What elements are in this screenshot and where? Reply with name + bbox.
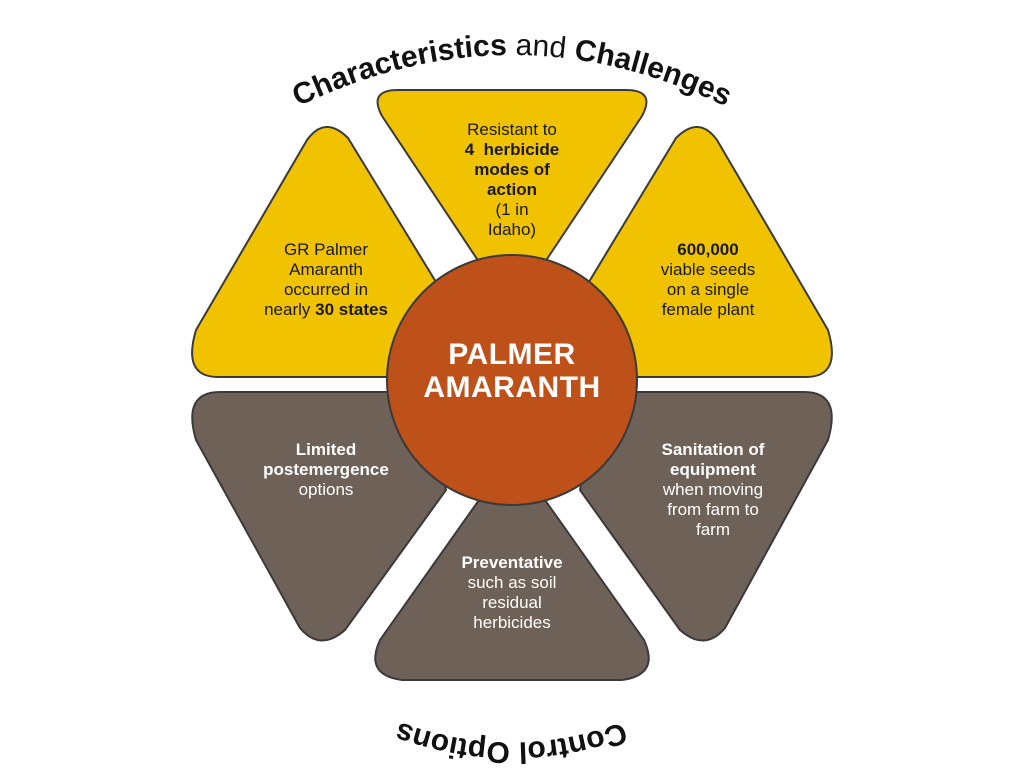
sanitation-line-3: when moving [662,480,764,499]
herbicide-line-3: modes of [474,160,550,179]
seeds-line-1: 600,000 [677,240,739,259]
herbicide-line-5: (1 in [495,200,529,219]
herbicide-line-4: action [486,180,538,199]
gr-states-line-2: Amaranth [289,260,363,279]
segment-herbicide-label: Resistant to 4 herbicide modes of action… [422,120,602,240]
preventative-line-2: such as soil [467,573,557,592]
sanitation-line-5: farm [696,520,730,539]
bottom-arc-text: Control Options [391,715,631,768]
center-title: PALMER AMARANTH [387,338,637,404]
preventative-line-1: Preventative [461,553,563,572]
postemergence-line-1: Limited [295,440,357,459]
segment-sanitation-label: Sanitation of equipment when moving from… [618,440,808,540]
gr-states-line-4b: 30 states [315,300,388,319]
herbicide-line-1: Resistant to [467,120,557,139]
herbicide-line-6: Idaho) [487,220,537,239]
segment-gr-states-label: GR Palmer Amaranth occurred in nearly 30… [236,240,416,320]
gr-states-line-4a: nearly [264,300,316,319]
center-title-line-1: PALMER [448,338,576,371]
gr-states-line-4: nearly 30 states [236,300,416,320]
center-circle [386,254,638,506]
preventative-line-3: residual [482,593,542,612]
sanitation-line-4: from farm to [667,500,759,519]
gr-states-line-1: GR Palmer [283,240,369,259]
seeds-line-3: on a single [666,280,750,299]
seeds-line-4: female plant [661,300,755,319]
segment-postemergence-label: Limited postemergence options [231,440,421,500]
segment-preventative-label: Preventative such as soil residual herbi… [422,553,602,633]
postemergence-line-3: options [298,480,354,499]
sanitation-line-2: equipment [670,460,756,479]
seeds-line-2: viable seeds [660,260,756,279]
preventative-line-4: herbicides [473,613,551,632]
bottom-arc-heading: Control Options [391,715,631,768]
segment-seeds-label: 600,000 viable seeds on a single female … [618,240,798,320]
center-title-line-2: AMARANTH [423,371,601,404]
postemergence-line-2: postemergence [263,460,389,479]
top-arc-word-2: and [515,29,568,65]
herbicide-line-2: 4 herbicide [464,140,560,159]
gr-states-line-3: occurred in [283,280,369,299]
sanitation-line-1: Sanitation of [661,440,765,459]
